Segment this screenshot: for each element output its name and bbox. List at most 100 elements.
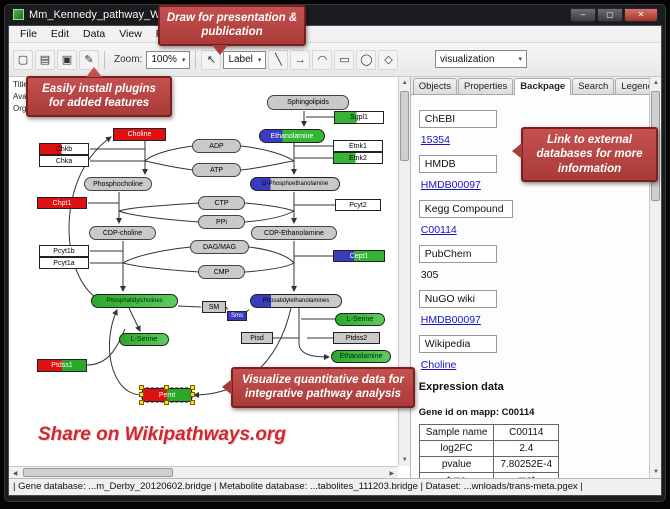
tab-backpage[interactable]: Backpage (514, 78, 572, 95)
pathway-node-cdp-ethanolamine[interactable]: CDP-Ethanolamine (251, 226, 337, 240)
scroll-up-icon[interactable]: ▲ (401, 80, 408, 86)
visualization-select[interactable]: visualization ▾ (435, 50, 527, 68)
pathway-node-ctp[interactable]: CTP (198, 196, 245, 210)
pathway-node-chpt1[interactable]: Chpt1 (37, 197, 87, 209)
arc-tool-icon[interactable]: ◠ (312, 49, 333, 70)
backpage-value-kegg-compound[interactable]: C00114 (420, 224, 457, 236)
pathway-node-sm[interactable]: SM (202, 301, 226, 313)
pathway-node-atp[interactable]: ATP (192, 163, 241, 177)
backpage-value-nugo-wiki[interactable]: HMDB00097 (420, 314, 481, 326)
pathway-node-pcyt2[interactable]: Pcyt2 (335, 199, 381, 211)
node-label: L-Serine (346, 316, 374, 323)
toolbar-separator (104, 50, 105, 69)
backpage-value-hmdb[interactable]: HMDB00097 (420, 179, 481, 191)
tab-properties[interactable]: Properties (457, 78, 514, 94)
visualization-value: visualization (440, 53, 495, 65)
menu-edit[interactable]: Edit (50, 28, 70, 40)
save-icon[interactable]: ▣ (57, 49, 77, 70)
scroll-left-icon[interactable]: ◀ (12, 470, 18, 477)
menu-view[interactable]: View (119, 28, 142, 40)
new-file-icon[interactable]: ▢ (13, 49, 33, 70)
rectangle-tool-icon[interactable]: ▭ (334, 49, 355, 70)
pathway-node-pcyt1a[interactable]: Pcyt1a (39, 257, 89, 269)
pathway-node-ethanolamine[interactable]: Ethanolamine (331, 350, 391, 363)
menu-file[interactable]: File (20, 28, 37, 40)
scroll-down-icon[interactable]: ▼ (653, 469, 659, 475)
title-bar[interactable]: Mm_Kennedy_pathway_WP1771_45176.gpml – ▢… (8, 4, 662, 25)
callout-plugins-text: Easily install plugins for added feature… (42, 83, 156, 110)
pathway-node-ptdss2[interactable]: Ptdss2 (333, 332, 380, 344)
pathway-node-phosphocholine[interactable]: Phosphocholine (84, 177, 152, 191)
selection-handle[interactable] (164, 400, 169, 405)
pathway-node-ethanolamine[interactable]: Ethanolamine (259, 129, 325, 143)
pathway-node-phosphatidylcholines[interactable]: Phosphatidylcholines (91, 294, 178, 308)
node-label: Phosphatidylcholines (106, 298, 163, 304)
tab-objects[interactable]: Objects (412, 78, 457, 94)
selection-handle[interactable] (190, 385, 195, 390)
pathway-node-sphingolipids[interactable]: Sphingolipids (267, 95, 349, 110)
pathway-node-l-serine[interactable]: L-Serine (119, 333, 169, 346)
menu-data[interactable]: Data (83, 28, 106, 40)
expression-table-cell: met (493, 472, 560, 478)
pathway-node-pisd[interactable]: Pisd (241, 332, 273, 344)
backpage-value-chebi[interactable]: 15354 (420, 134, 450, 146)
pathway-node-pcyt1b[interactable]: Pcyt1b (39, 245, 89, 257)
selection-handle[interactable] (139, 385, 144, 390)
pathway-canvas[interactable]: Title:Availability:Organism: (9, 77, 411, 478)
ellipse-tool-icon[interactable]: ◯ (356, 49, 377, 70)
canvas-horizontal-scrollbar[interactable]: ◀ ▶ (9, 466, 398, 478)
expression-table-row: typemet (418, 472, 560, 478)
pathway-node-l-serine[interactable]: L-Serine (335, 313, 385, 326)
scroll-thumb[interactable] (23, 468, 173, 477)
pathway-node-choline[interactable]: Choline (113, 128, 166, 141)
selection-handle[interactable] (139, 400, 144, 405)
scroll-thumb[interactable] (399, 91, 409, 161)
pathway-node-phosatidylethanolamines[interactable]: Phosatidylethanolamines (250, 294, 342, 308)
minimize-button[interactable]: – (570, 7, 596, 22)
pathway-node-chka[interactable]: Chka (39, 155, 89, 167)
pathway-node-o-phosphoethanolamine[interactable]: O-Phosphoethanolamine (250, 177, 340, 191)
window-controls: – ▢ ✕ (570, 7, 658, 22)
pathway-node-cept1[interactable]: Cept1 (333, 250, 385, 262)
pathway-node-cmp[interactable]: CMP (198, 265, 245, 279)
pathway-node-pemt[interactable]: Pemt (139, 385, 195, 405)
pathway-node-adp[interactable]: ADP (192, 139, 241, 153)
pathway-node-dag-mag[interactable]: DAG/MAG (190, 240, 249, 254)
tab-search[interactable]: Search (572, 78, 615, 94)
node-label: Etnk2 (349, 154, 367, 162)
callout-arrow (212, 44, 228, 55)
shape-tool-icon[interactable]: ◇ (378, 49, 399, 70)
open-file-icon[interactable]: ▤ (35, 49, 55, 70)
arrow-tool-icon[interactable]: → (290, 49, 311, 70)
node-label: Pcyt1b (53, 247, 75, 255)
backpage-value-wikipedia[interactable]: Choline (420, 359, 457, 371)
zoom-select[interactable]: 100% ▾ (146, 50, 191, 69)
pathway-node-chkb[interactable]: Chkb (39, 143, 89, 155)
selection-handle[interactable] (164, 385, 169, 390)
maximize-button[interactable]: ▢ (597, 7, 623, 22)
pathway-node-sgpl1[interactable]: Sgpl1 (334, 111, 384, 124)
node-label: PPi (216, 218, 227, 226)
selection-handle[interactable] (139, 392, 144, 397)
backpage-header-hmdb: HMDB (418, 155, 497, 173)
node-label: Ptdss1 (51, 362, 73, 369)
scroll-up-icon[interactable]: ▲ (653, 80, 659, 86)
selection-handle[interactable] (190, 392, 195, 397)
scroll-right-icon[interactable]: ▶ (389, 470, 395, 477)
pathway-node-etnk2[interactable]: Etnk2 (333, 152, 383, 164)
label-tool-select[interactable]: Label ▾ (223, 50, 267, 69)
close-button[interactable]: ✕ (624, 7, 658, 22)
pathway-node-ppi[interactable]: PPi (198, 215, 245, 229)
pathway-node-etnk1[interactable]: Etnk1 (333, 140, 383, 152)
scroll-down-icon[interactable]: ▼ (401, 457, 408, 463)
selection-handle[interactable] (190, 400, 195, 405)
pathway-node-sms[interactable]: Sms (227, 311, 247, 321)
callout-draw-text: Draw for presentation & publication (166, 12, 298, 39)
pathway-node-ptdss1[interactable]: Ptdss1 (37, 359, 87, 372)
line-tool-icon[interactable]: ╲ (268, 49, 289, 70)
node-label: ADP (209, 142, 224, 150)
pathway-node-cdp-choline[interactable]: CDP-choline (89, 226, 156, 240)
